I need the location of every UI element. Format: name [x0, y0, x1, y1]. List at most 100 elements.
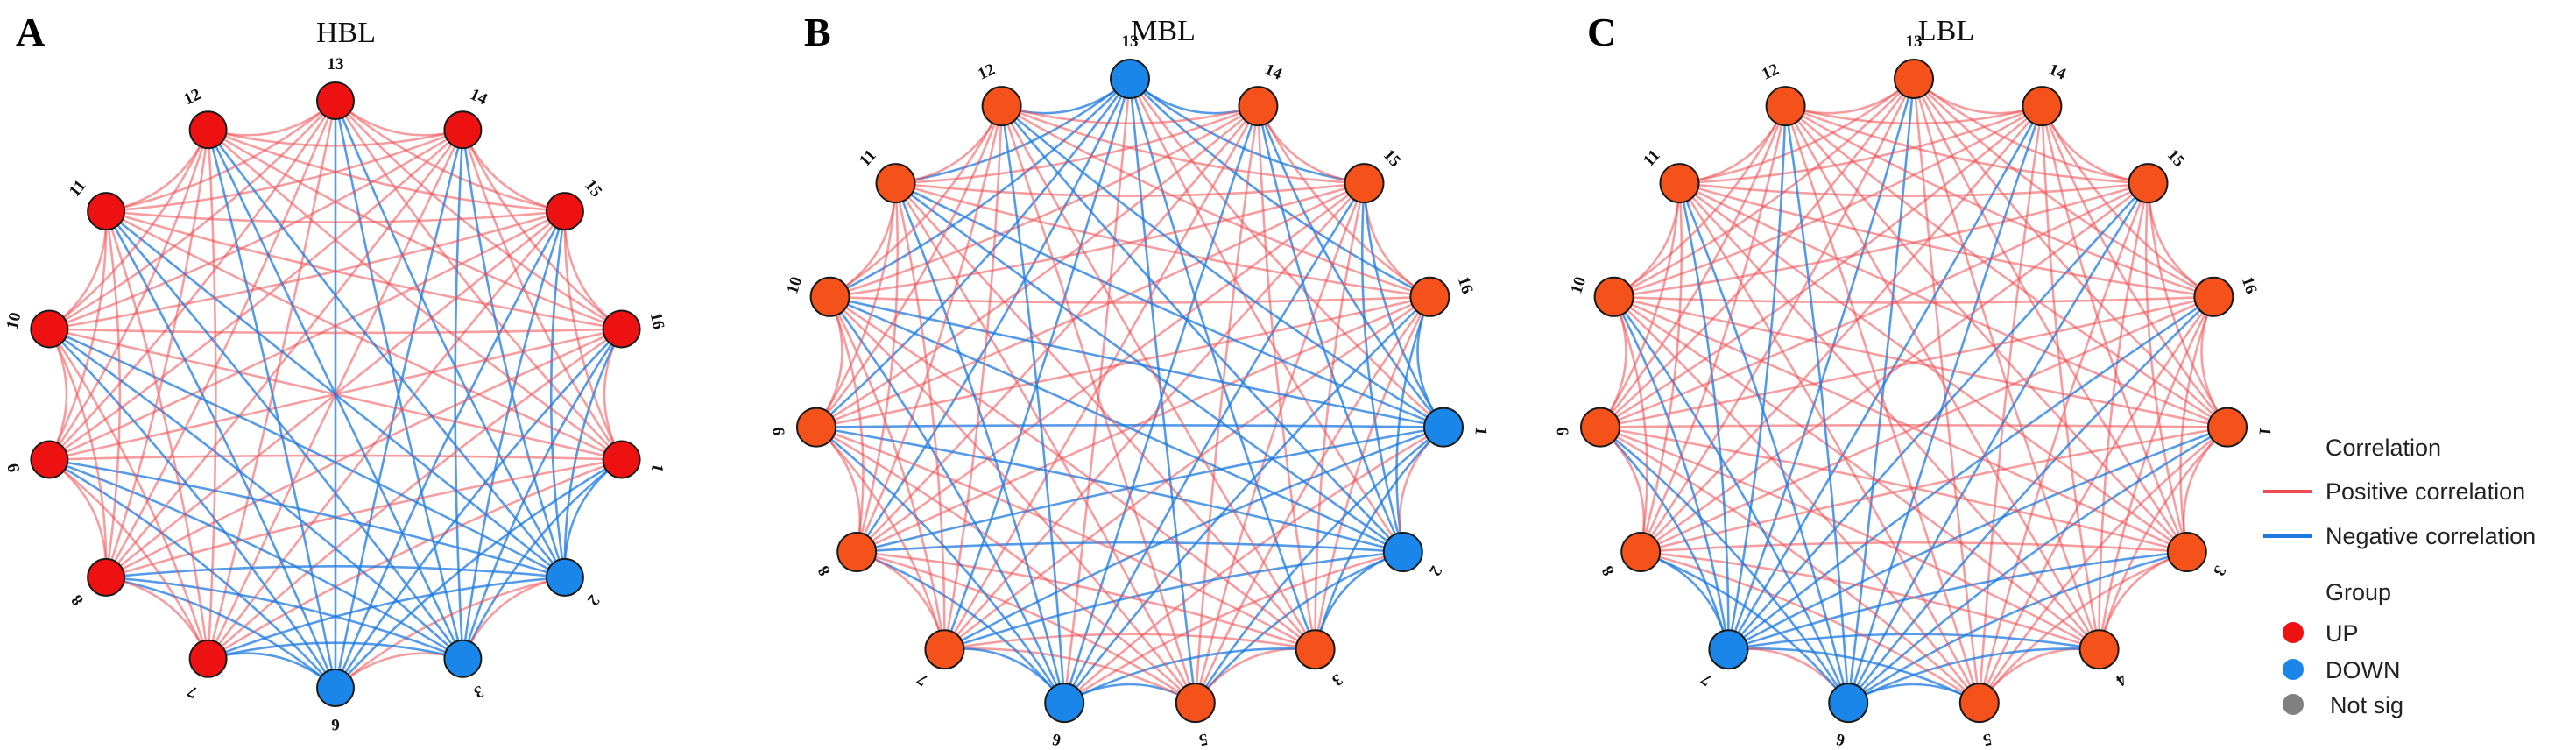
node-6	[1828, 683, 1869, 724]
edge-negative	[48, 458, 336, 689]
edge-positive	[1784, 105, 2100, 650]
node-label-12: 12	[181, 85, 204, 109]
edge-positive	[1194, 105, 1260, 704]
edge-positive	[1613, 104, 2043, 299]
edge-positive	[48, 129, 209, 330]
edge-negative	[1194, 426, 1444, 704]
edge-positive	[829, 181, 1365, 299]
edge-negative	[829, 78, 1131, 298]
node-label-8: 8	[1599, 562, 1619, 579]
edge-negative	[856, 550, 1066, 704]
edge-positive	[208, 128, 463, 147]
node-8	[87, 557, 126, 597]
edge-positive	[48, 328, 209, 660]
edge-negative	[48, 328, 337, 689]
edge-negative	[1727, 78, 1916, 650]
edge-negative	[1257, 105, 1404, 553]
edge-positive	[1599, 105, 1787, 428]
node-label-15: 15	[2163, 146, 2188, 171]
node-12	[1765, 86, 1806, 127]
node-label-1: 1	[2255, 426, 2274, 436]
node-10	[30, 309, 69, 349]
edge-positive	[1912, 78, 1981, 704]
edge-negative	[1314, 426, 1444, 650]
node-16	[602, 309, 641, 349]
node-14	[1238, 86, 1279, 127]
edge-negative	[856, 426, 1444, 554]
edge-negative	[1063, 182, 1366, 704]
edge-positive	[1640, 295, 2214, 554]
edge-positive	[207, 129, 623, 330]
edge-positive	[1784, 105, 2228, 428]
edge-positive	[855, 183, 900, 553]
edge-positive	[48, 100, 336, 330]
edge-negative	[334, 210, 567, 689]
edge-negative	[815, 424, 1444, 428]
edge-negative	[1846, 78, 1916, 704]
node-label-7: 7	[914, 669, 931, 690]
legend-down-label: DOWN	[2325, 657, 2400, 683]
edge-positive	[105, 209, 622, 330]
edge-positive	[1314, 182, 1366, 650]
edge-negative	[1847, 182, 2149, 704]
edge-positive	[1640, 105, 2043, 553]
edge-negative	[1257, 105, 1445, 428]
edge-negative	[1727, 105, 2043, 650]
edge-negative	[1727, 182, 2149, 651]
node-label-5: 5	[1981, 729, 1994, 749]
edge-negative	[856, 78, 1132, 553]
edge-positive	[49, 328, 622, 335]
edge-positive	[1001, 104, 1365, 185]
edge-positive	[48, 328, 108, 577]
legend-correlation-heading: Correlation	[2325, 435, 2441, 461]
edge-negative	[857, 541, 1403, 554]
edge-negative	[105, 210, 464, 660]
edge-positive	[1913, 78, 2214, 298]
edge-positive	[815, 105, 1260, 428]
node-label-5: 5	[1197, 729, 1210, 749]
edge-positive	[815, 426, 1316, 651]
node-label-14: 14	[2046, 60, 2069, 84]
edge-negative	[1727, 426, 2228, 651]
edge-negative	[48, 328, 464, 660]
node-label-8: 8	[68, 591, 88, 610]
edge-positive	[335, 100, 623, 330]
node-label-9: 9	[1554, 426, 1573, 436]
edge-positive	[48, 211, 108, 461]
edge-positive	[1641, 541, 2187, 554]
edge-positive	[48, 129, 464, 461]
node-9	[1580, 407, 1620, 448]
edge-positive	[462, 129, 623, 461]
edge-positive	[1639, 183, 1683, 553]
node-label-14: 14	[1262, 60, 1285, 84]
edge-negative	[208, 576, 565, 661]
edge-positive	[1001, 104, 1259, 125]
edge-positive	[895, 104, 1259, 185]
edge-negative	[1194, 550, 1404, 704]
edge-positive	[104, 130, 209, 578]
edge-positive	[1679, 181, 2214, 299]
node-16	[2193, 276, 2234, 317]
edge-negative	[1678, 182, 1850, 704]
node-label-9: 9	[770, 426, 789, 436]
node-11	[875, 163, 916, 204]
node-10	[1593, 276, 1634, 317]
edge-positive	[105, 458, 622, 579]
node-8	[836, 532, 878, 572]
edge-positive	[1599, 424, 2228, 428]
legend: Correlation Positive correlation Negativ…	[2263, 435, 2536, 718]
edge-positive	[1784, 104, 2214, 299]
edge-positive	[1678, 182, 2100, 651]
edge-positive	[1128, 78, 1404, 553]
edge-positive	[105, 209, 566, 223]
edge-positive	[104, 210, 122, 578]
edge-negative	[1727, 295, 2215, 651]
edge-negative	[105, 576, 336, 690]
node-label-13: 13	[1122, 32, 1139, 51]
edge-positive	[856, 182, 1366, 554]
edge-positive	[2144, 183, 2189, 553]
edge-negative	[1640, 550, 1850, 704]
edge-positive	[104, 100, 337, 578]
edge-positive	[1679, 181, 2149, 197]
